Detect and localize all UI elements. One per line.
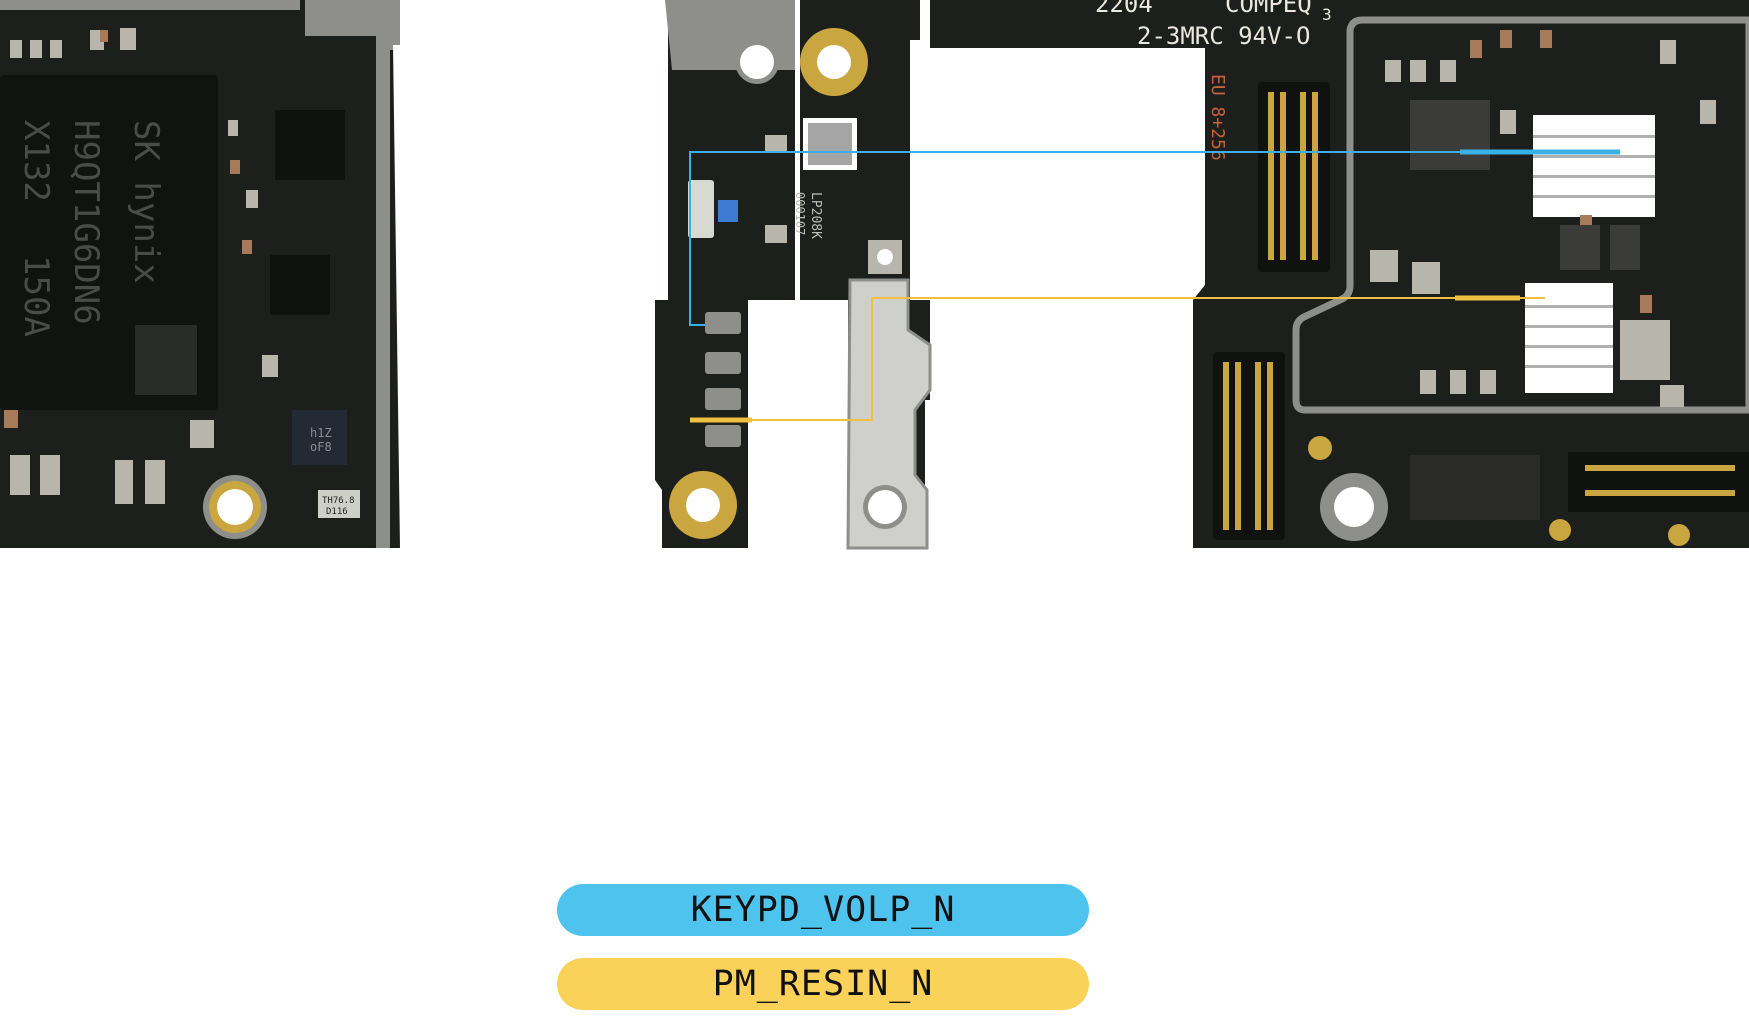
ic-mark-4: D116 [326,507,348,517]
trace-keypd-volp [689,149,1620,326]
center-strip: LP208K 000107 [793,0,932,550]
right-board-section: 2204 COMPEQ 3 2-3MRC 94V-O EU 8+256 [1095,0,1749,548]
left-board-section: SK hynix H9QT1G6DN6 X132 150A h1Z oF8 TH… [0,0,400,548]
trace-pm-resin [690,295,1545,423]
silkscreen-date: 2204 [1095,0,1153,18]
memory-chip-code-1: X132 [16,120,56,202]
ic-mark-2: oF8 [310,440,332,454]
silkscreen-manufacturer-sub: 3 [1322,5,1332,24]
pcb-board-photo: SK hynix H9QT1G6DN6 X132 150A h1Z oF8 TH… [0,0,1749,550]
bga-chip-bottom [1525,283,1613,393]
silkscreen-side-label: EU 8+256 [1207,74,1228,161]
silkscreen-manufacturer: COMPEQ [1225,0,1312,18]
small-part-sub: 000107 [793,192,807,235]
legend-pm-resin: PM_RESIN_N [557,958,1089,1010]
small-part-label: LP208K [808,192,823,239]
ic-mark-3: TH76.8 [322,496,355,506]
button-flex-strip [655,0,795,548]
legend-keypd-volp: KEYPD_VOLP_N [557,884,1089,936]
memory-chip-code-2: 150A [16,255,56,337]
memory-chip-part: H9QT1G6DN6 [66,120,106,325]
ic-mark-1: h1Z [310,426,332,440]
bga-chip-top [1533,115,1655,217]
memory-chip-label: SK hynix [126,120,166,284]
legend-pm-resin-label: PM_RESIN_N [712,964,934,1004]
legend-keypd-volp-label: KEYPD_VOLP_N [690,890,956,930]
silkscreen-rating: 2-3MRC 94V-O [1137,22,1310,50]
